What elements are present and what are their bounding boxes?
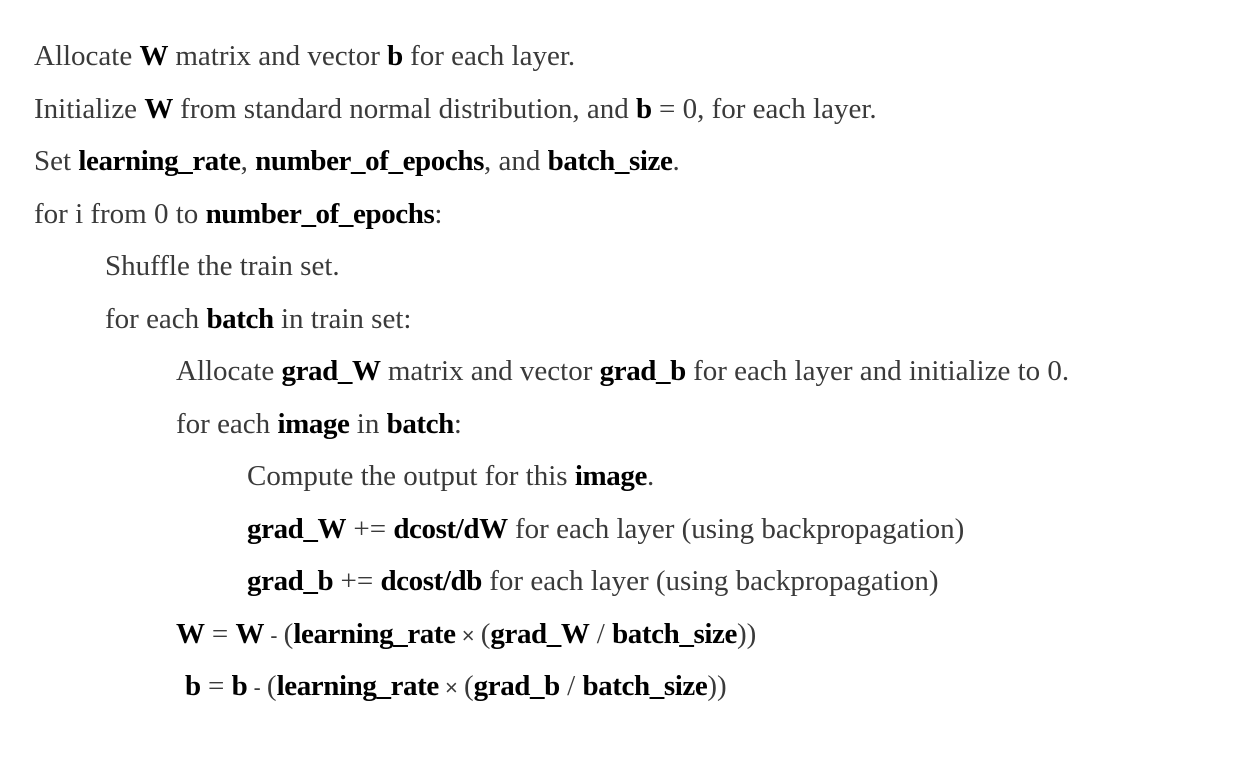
bold-term: grad_W [281, 355, 381, 387]
bold-term: dcost/db [380, 565, 483, 597]
bold-term: batch_size [612, 617, 737, 650]
line-text: for each layer. [402, 40, 576, 72]
bold-term: batch [386, 407, 455, 440]
line-text: = 0, for each layer. [651, 92, 877, 125]
bold-term: learning_rate [78, 145, 241, 177]
line-text: . [672, 145, 680, 177]
bold-term: W [144, 92, 173, 125]
pseudocode-line: W = W - (learning_rate × (grad_W / batch… [34, 608, 1224, 661]
line-text: for each [105, 302, 207, 335]
bold-term: grad_b [473, 670, 561, 702]
line-text: / [559, 670, 583, 702]
line-text: ( [283, 617, 294, 650]
pseudocode-line: Allocate W matrix and vector b for each … [34, 30, 1224, 83]
line-text: from standard normal distribution, and [172, 92, 637, 125]
line-text: . [646, 460, 655, 492]
bold-term: b [387, 40, 403, 72]
pseudocode-line: Shuffle the train set. [34, 240, 1224, 293]
line-text: - [264, 622, 284, 648]
line-text: in train set: [273, 302, 412, 335]
pseudocode-document: Allocate W matrix and vector b for each … [34, 30, 1224, 713]
line-text: Compute the output for this [247, 460, 575, 492]
bold-term: number_of_epochs [205, 197, 435, 230]
line-text: = [204, 617, 236, 650]
pseudocode-line: Set learning_rate, number_of_epochs, and… [34, 135, 1224, 188]
line-text: for each layer (using backpropagation) [507, 512, 965, 545]
bold-term: learning_rate [293, 617, 456, 650]
line-text: / [589, 617, 613, 650]
pseudocode-line: Initialize W from standard normal distri… [34, 83, 1224, 136]
line-text: in [349, 407, 387, 440]
bold-term: batch_size [547, 145, 673, 177]
bold-term: W [139, 40, 169, 72]
bold-term: number_of_epochs [255, 145, 484, 177]
line-text: Allocate [34, 40, 140, 72]
bold-term: learning_rate [276, 670, 440, 702]
bold-term: grad_b [599, 355, 687, 387]
line-text: matrix and vector [380, 355, 600, 387]
bold-term: b [231, 670, 248, 702]
line-text: += [333, 565, 381, 597]
bold-term: W [235, 617, 265, 650]
line-text: ( [463, 670, 474, 702]
line-text: Allocate [176, 355, 282, 387]
line-text: × [455, 622, 481, 648]
bold-term: b [185, 670, 201, 702]
pseudocode-line: Allocate grad_W matrix and vector grad_b… [34, 345, 1224, 398]
line-text: : [453, 407, 462, 440]
line-text: ( [480, 617, 491, 650]
bold-term: grad_W [490, 617, 590, 650]
line-text: = [200, 670, 232, 702]
line-text: += [346, 512, 394, 545]
bold-term: b [636, 92, 652, 125]
pseudocode-line: for each image in batch: [34, 398, 1224, 451]
line-text: )) [707, 670, 727, 702]
bold-term: batch_size [582, 670, 708, 702]
line-text: Initialize [34, 92, 145, 125]
pseudocode-line: b = b - (learning_rate × (grad_b / batch… [34, 660, 1224, 713]
bold-term: image [574, 460, 647, 492]
line-text: × [438, 675, 464, 700]
bold-term: dcost/dW [393, 512, 508, 545]
pseudocode-line: for i from 0 to number_of_epochs: [34, 188, 1224, 241]
bold-term: grad_b [247, 565, 334, 597]
pseudocode-line: Compute the output for this image. [34, 450, 1224, 503]
line-text: for each [176, 407, 278, 440]
line-text: )) [736, 617, 757, 650]
pseudocode-line: for each batch in train set: [34, 293, 1224, 346]
line-text: Set [34, 145, 79, 177]
line-text: for i from 0 to [34, 197, 206, 230]
line-text: Shuffle the train set. [105, 250, 340, 282]
pseudocode-line: grad_W += dcost/dW for each layer (using… [34, 503, 1224, 556]
bold-term: image [277, 407, 350, 440]
line-text: : [434, 197, 443, 230]
bold-term: grad_W [247, 512, 347, 545]
line-text: for each layer and initialize to 0. [685, 355, 1070, 387]
line-text: ( [266, 670, 277, 702]
line-text: - [247, 675, 267, 700]
line-text: , [240, 145, 256, 177]
line-text: for each layer (using backpropagation) [482, 565, 939, 597]
bold-term: W [176, 617, 205, 650]
line-text: matrix and vector [168, 40, 388, 72]
pseudocode-line: grad_b += dcost/db for each layer (using… [34, 555, 1224, 608]
line-text: , and [483, 145, 548, 177]
bold-term: batch [206, 302, 274, 335]
